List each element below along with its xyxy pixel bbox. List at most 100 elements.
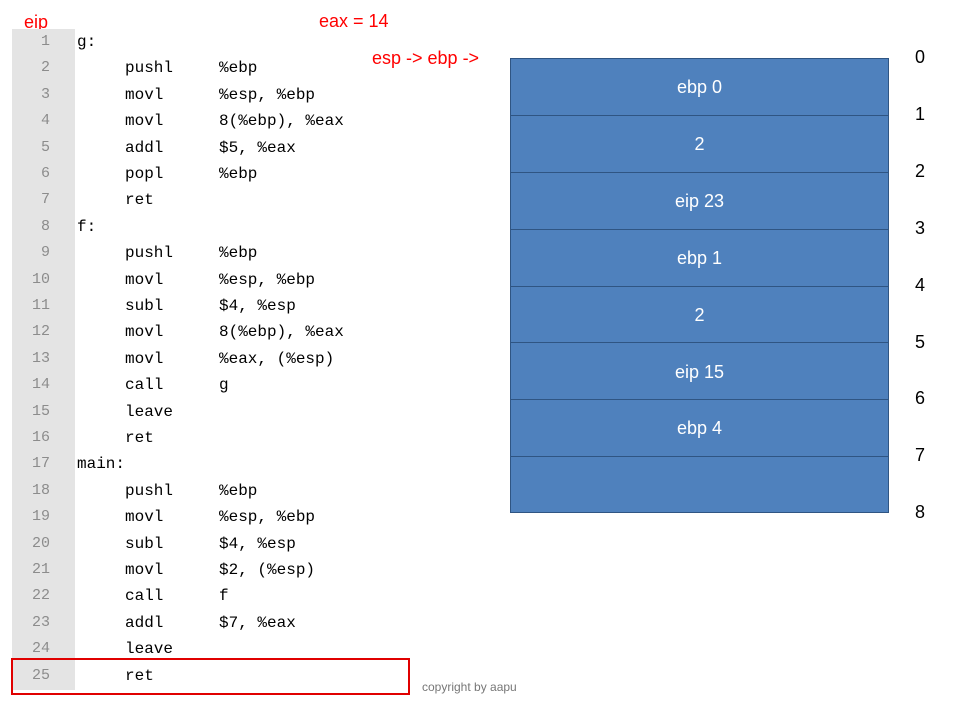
stack-index: 1	[914, 103, 925, 124]
code-line: 19 movl %esp, %ebp	[12, 504, 432, 530]
code-mnemonic: pushl	[125, 59, 174, 78]
code-line: 22 call f	[12, 583, 432, 609]
line-number: 24	[31, 640, 50, 658]
stack-cell: eip 15	[511, 344, 888, 401]
code-operands: %esp, %ebp	[219, 85, 316, 104]
code-mnemonic: call	[125, 587, 164, 606]
line-number: 20	[31, 534, 50, 552]
code-operands: 8(%ebp), %eax	[219, 323, 344, 342]
code-operands: %ebp	[219, 59, 258, 78]
stack-cell: 2	[511, 287, 888, 344]
line-number: 1	[40, 33, 50, 50]
stack-index: 4	[914, 274, 925, 295]
code-mnemonic: call	[125, 376, 164, 395]
line-number: 19	[31, 508, 50, 526]
code-line: 3 movl %esp, %ebp	[12, 82, 432, 108]
assembly-code-listing: 1 g: 2 pushl %ebp 3 movl %esp, %ebp 4 movl 8(%ebp)…	[12, 29, 432, 690]
line-number: 3	[40, 85, 50, 103]
stack-index: 8	[914, 502, 925, 523]
stack-cell: ebp 4	[511, 400, 888, 458]
esp-ebp-pointer-label: esp -> ebp ->	[372, 48, 480, 68]
line-number: 7	[40, 191, 50, 209]
code-line: 1 g:	[12, 29, 432, 55]
line-number: 22	[31, 587, 50, 605]
code-operands: %esp, %ebp	[219, 508, 316, 527]
copyright-text: copyright by aapu	[422, 680, 517, 694]
code-mnemonic: movl	[125, 85, 164, 104]
code-operands: %esp, %ebp	[219, 270, 316, 289]
stack-cell: ebp 0	[511, 59, 888, 116]
code-line: 14 call g	[12, 372, 432, 398]
line-number: 6	[40, 165, 50, 182]
code-operands: %ebp	[219, 244, 258, 263]
stack-cell: eip 23	[511, 173, 888, 230]
code-line: 2 pushl %ebp	[12, 55, 432, 81]
code-operands: g	[219, 376, 229, 395]
code-line: 20 subl $4, %esp	[12, 531, 432, 557]
code-operands: $5, %eax	[219, 138, 296, 157]
code-line: 12 movl 8(%ebp), %eax	[12, 319, 432, 345]
code-line: 25 ret	[12, 663, 432, 689]
line-number: 14	[31, 376, 50, 394]
code-line: 11 subl $4, %esp	[12, 293, 432, 319]
stack-cell: ebp 1	[511, 230, 888, 287]
code-mnemonic: movl	[125, 508, 164, 527]
code-mnemonic: ret	[125, 666, 154, 685]
line-number: 10	[31, 270, 50, 288]
line-number: 2	[40, 59, 50, 77]
code-operands: $2, (%esp)	[219, 561, 316, 579]
stack-index: 7	[914, 445, 925, 466]
code-mnemonic: leave	[125, 640, 174, 659]
code-mnemonic: movl	[125, 270, 164, 289]
code-mnemonic: popl	[125, 165, 164, 183]
stack-cell: 2	[511, 116, 888, 173]
code-mnemonic: movl	[125, 112, 164, 131]
line-number: 16	[31, 429, 50, 446]
code-line: 10 movl %esp, %ebp	[12, 267, 432, 293]
code-mnemonic: subl	[125, 297, 164, 315]
line-number: 15	[31, 402, 50, 420]
code-mnemonic: ret	[125, 191, 154, 210]
line-number: 13	[31, 349, 50, 367]
line-number: 5	[40, 138, 50, 156]
code-line: 16 ret	[12, 425, 432, 451]
code-operands: %ebp	[219, 481, 258, 500]
code-line: 13 movl %eax, (%esp)	[12, 346, 432, 372]
code-mnemonic: movl	[125, 323, 164, 342]
line-number: 25	[31, 666, 50, 684]
code-label: main:	[77, 455, 126, 474]
code-operands: 8(%ebp), %eax	[219, 112, 344, 131]
stack-index: 5	[914, 331, 925, 352]
code-line: 24 leave	[12, 636, 432, 662]
line-number: 12	[31, 323, 50, 341]
code-mnemonic: ret	[125, 429, 154, 447]
line-number: 4	[40, 112, 50, 130]
code-operands: f	[219, 587, 229, 606]
code-mnemonic: addl	[125, 138, 164, 157]
stack-index: 6	[914, 388, 925, 409]
current-instruction-highlight	[11, 658, 410, 695]
code-mnemonic: subl	[125, 534, 164, 553]
code-label: g:	[77, 33, 97, 51]
line-number: 18	[31, 481, 50, 499]
code-mnemonic: movl	[125, 561, 164, 579]
code-operands: %eax, (%esp)	[219, 349, 335, 368]
code-mnemonic: movl	[125, 349, 164, 368]
eip-label: eip	[24, 12, 49, 32]
line-number: 11	[31, 297, 50, 314]
eax-value-label: eax = 14	[319, 11, 389, 31]
code-line: 5 addl $5, %eax	[12, 135, 432, 161]
line-number: 8	[40, 217, 50, 235]
stack-cell	[511, 457, 888, 514]
code-operands: $4, %esp	[219, 534, 296, 553]
code-operands: $4, %esp	[219, 297, 296, 315]
